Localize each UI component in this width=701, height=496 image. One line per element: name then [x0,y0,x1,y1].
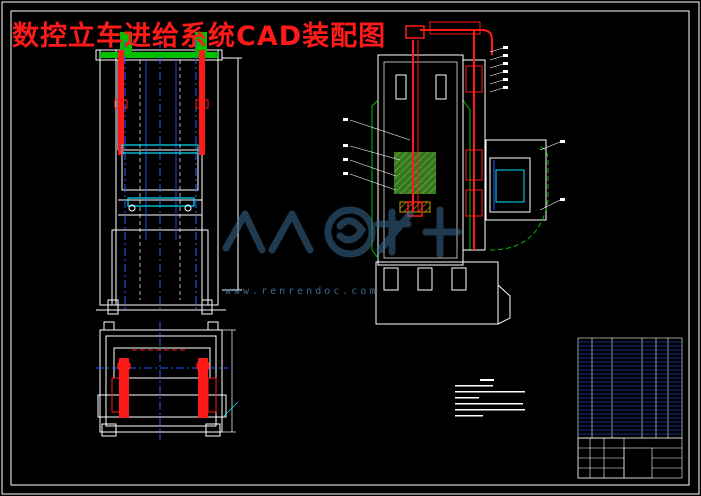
watermark-text: www.renrendoc.com [225,286,379,297]
watermark-logo [222,206,462,258]
parts-list-rows [578,341,682,435]
inner-frame [10,10,690,486]
parts-list-table [577,337,683,439]
plan-view [96,321,239,440]
drawing-title: 数控立车进给系统CAD装配图 [12,21,387,52]
technical-notes [455,379,525,417]
section-view [343,21,565,325]
front-view [95,32,242,315]
title-block [577,437,683,479]
